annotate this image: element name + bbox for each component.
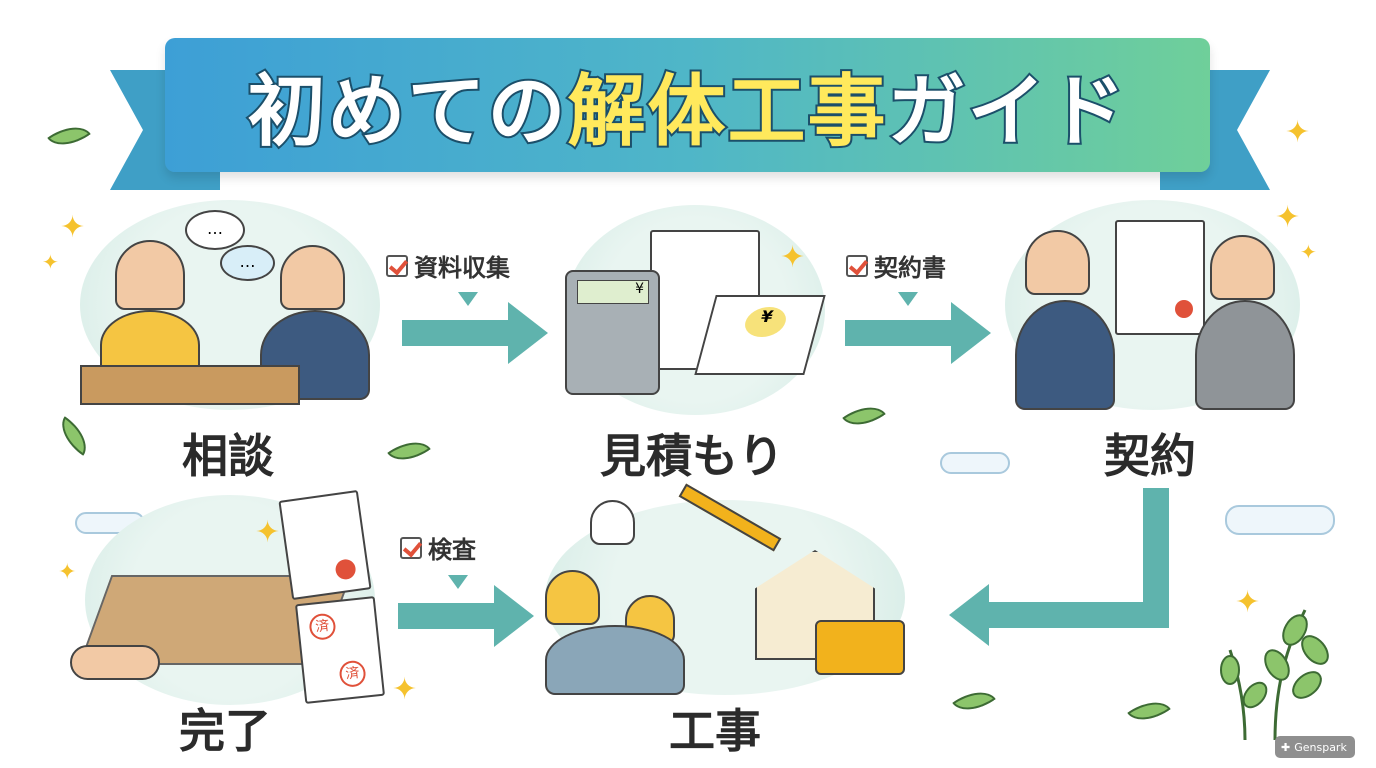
estimate-illustration: ¥ ¥ bbox=[565, 205, 826, 415]
calculator-display: ¥ bbox=[577, 280, 649, 304]
plant-icon bbox=[1215, 590, 1345, 741]
check-item-contract-document: 契約書 bbox=[846, 248, 946, 283]
stamp-icon: 済 bbox=[308, 612, 337, 641]
stamp-icon: 済 bbox=[338, 659, 367, 689]
sparkle-icon: ✦ bbox=[780, 240, 806, 275]
sparkle-icon: ✦ bbox=[1275, 200, 1301, 235]
check-label: 契約書 bbox=[874, 254, 946, 282]
check-item-inspection: 検査 bbox=[400, 530, 476, 565]
title-part3: ガイド bbox=[885, 65, 1128, 159]
step-label-completion: 完了 bbox=[179, 704, 271, 758]
arrow-right-2 bbox=[845, 302, 991, 364]
title-part2: 解体工事 bbox=[565, 65, 888, 159]
checkbox-checked-icon bbox=[846, 254, 868, 277]
speech-bubble-icon: … bbox=[220, 245, 275, 281]
title-banner: 初めての解体工事ガイド bbox=[165, 38, 1210, 172]
arrow-right-1 bbox=[402, 302, 548, 364]
worker-helmet bbox=[590, 500, 635, 545]
sparkle-icon: ✦ bbox=[255, 515, 281, 550]
sparkle-icon: ✦ bbox=[392, 672, 418, 707]
advisor-figure bbox=[280, 245, 345, 310]
step-label-consultation: 相談 bbox=[182, 429, 274, 483]
seal-icon bbox=[1175, 300, 1193, 318]
genspark-watermark: ✚Genspark bbox=[1275, 736, 1355, 758]
leaf-icon bbox=[52, 416, 96, 456]
checkbox-checked-icon bbox=[386, 254, 408, 277]
down-triangle-icon bbox=[448, 575, 468, 589]
sparkle-icon: ✦ bbox=[1235, 585, 1261, 620]
speech-bubble-icon: … bbox=[185, 210, 245, 250]
completion-illustration: 済 済 bbox=[70, 489, 386, 705]
calculator-icon: ¥ bbox=[565, 270, 660, 395]
cloud-icon bbox=[1225, 505, 1335, 535]
check-item-documents: 資料収集 bbox=[386, 248, 510, 283]
seal-icon bbox=[334, 558, 357, 581]
leaf-icon bbox=[47, 116, 91, 156]
step-label-construction: 工事 bbox=[669, 704, 761, 758]
leaf-icon bbox=[952, 681, 996, 721]
consultation-illustration: … … bbox=[80, 200, 380, 410]
workers-body bbox=[545, 625, 685, 695]
arrow-right-3 bbox=[398, 585, 534, 647]
step-label-estimate: 見積もり bbox=[600, 429, 784, 483]
sparkle-icon: ✦ bbox=[1300, 240, 1317, 264]
person-right bbox=[1210, 235, 1275, 300]
leaf-icon bbox=[842, 396, 886, 436]
leaf-icon bbox=[1127, 691, 1171, 731]
watermark-text: Genspark bbox=[1294, 740, 1347, 754]
person-left-body bbox=[1015, 300, 1115, 410]
down-triangle-icon bbox=[458, 292, 478, 306]
title-part1: 初めての bbox=[245, 65, 568, 159]
yen-coin: ¥ bbox=[741, 307, 790, 337]
customer-figure bbox=[115, 240, 185, 310]
inspection-document-icon: 済 済 bbox=[294, 596, 386, 704]
sparkle-icon: ✦ bbox=[58, 560, 77, 585]
down-triangle-icon bbox=[898, 292, 918, 306]
excavator-icon bbox=[815, 620, 905, 675]
invoice-stack-icon: ¥ bbox=[694, 295, 826, 375]
sparkle-icon: ✦ bbox=[1285, 115, 1311, 150]
cloud-icon bbox=[940, 452, 1010, 474]
check-label: 検査 bbox=[428, 536, 476, 564]
leaf-icon bbox=[387, 431, 431, 471]
checkbox-checked-icon bbox=[400, 536, 422, 559]
contract-illustration bbox=[1005, 200, 1300, 410]
sparkle-logo-icon: ✚ bbox=[1281, 740, 1291, 754]
sparkle-icon: ✦ bbox=[42, 250, 59, 274]
handshake-icon bbox=[70, 645, 160, 680]
worker-helmet bbox=[545, 570, 600, 625]
arrow-left bbox=[949, 584, 1169, 646]
person-left bbox=[1025, 230, 1090, 295]
sparkle-icon: ✦ bbox=[60, 210, 86, 245]
check-label: 資料収集 bbox=[414, 254, 510, 282]
contract-document-icon bbox=[1115, 220, 1205, 335]
desk bbox=[80, 365, 300, 405]
step-label-contract: 契約 bbox=[1104, 429, 1196, 483]
certificate-icon bbox=[278, 489, 372, 601]
person-right-body bbox=[1195, 300, 1295, 410]
advisor-body bbox=[260, 310, 370, 400]
excavator-arm bbox=[678, 483, 782, 552]
construction-illustration bbox=[545, 483, 905, 695]
